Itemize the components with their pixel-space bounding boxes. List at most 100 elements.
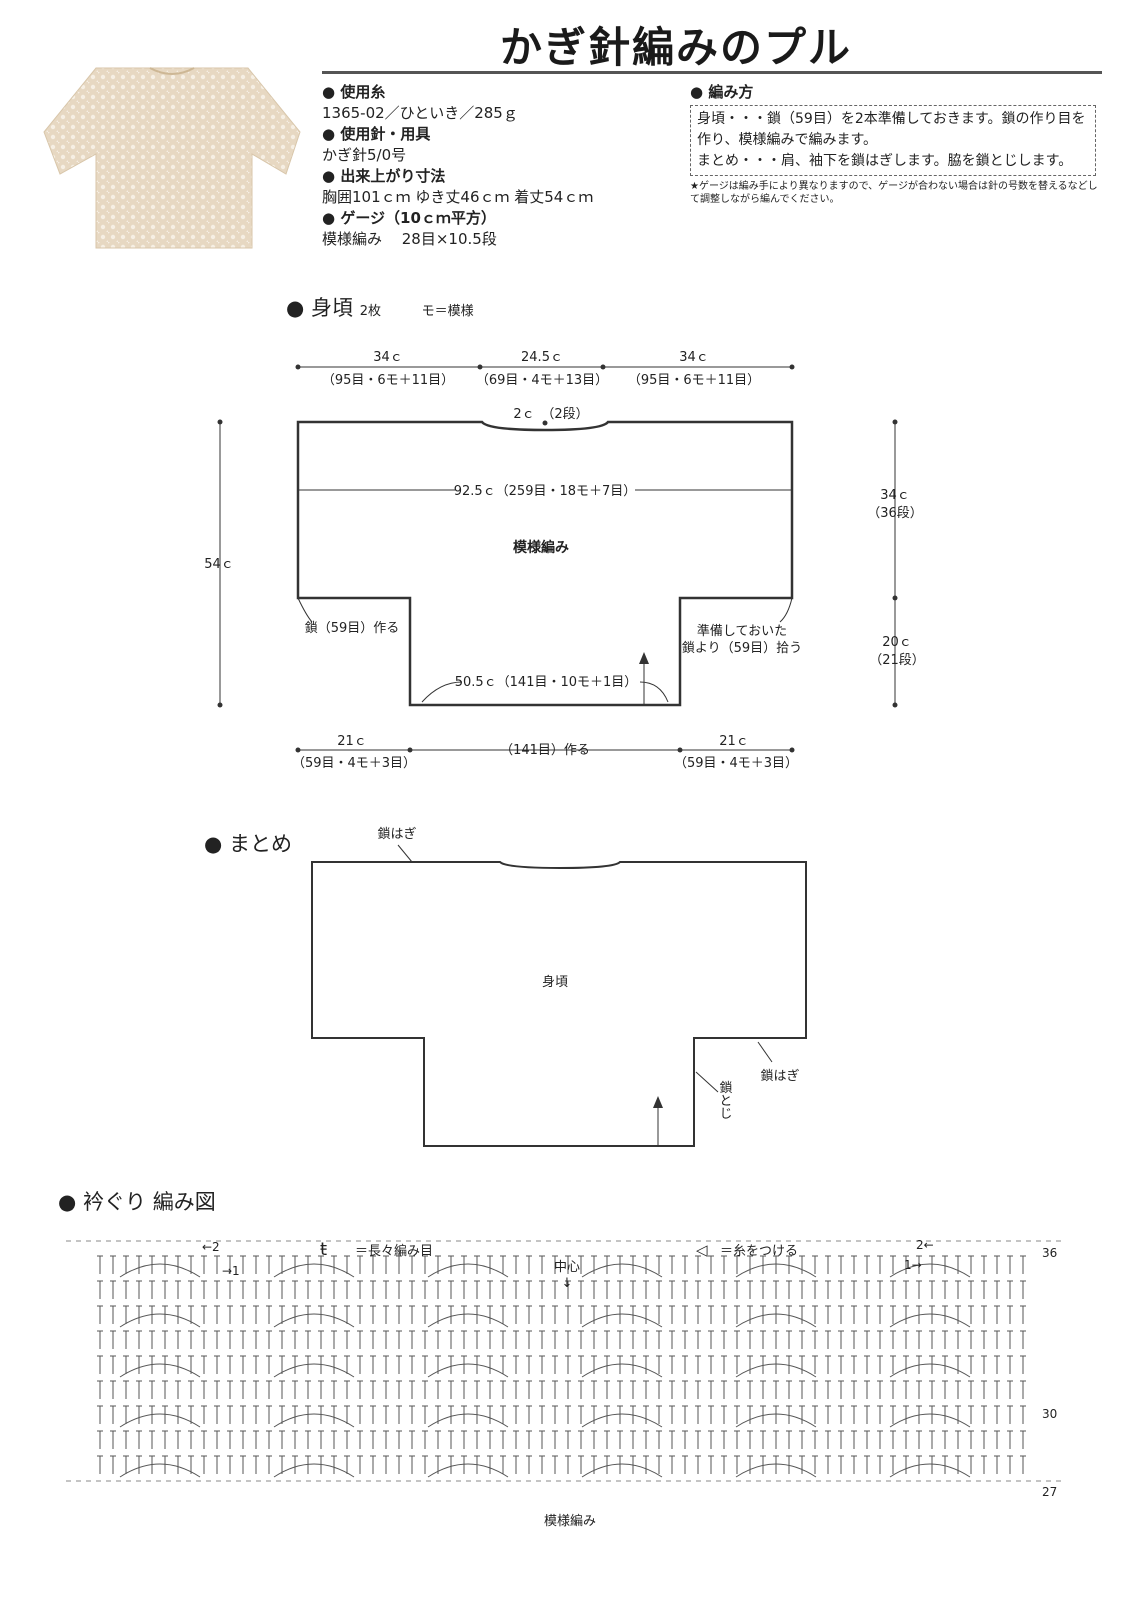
method-line-2: まとめ・・・肩、袖下を鎖はぎします。脇を鎖とじします。 (697, 153, 1073, 169)
finishing-label-side: 鎖とじ (717, 1080, 733, 1120)
center-label: 中心 (554, 1260, 580, 1275)
bottom-right-dim: 21ｃ (719, 734, 749, 749)
row-label-30: 30 (1042, 1407, 1057, 1421)
chain-arc (735, 1413, 817, 1428)
chart-pattern-label: 模様編み (544, 1513, 596, 1529)
gauge-heading: ゲージ（10ｃｍ平方） (322, 208, 593, 229)
neckline-chart: ＝長々編み目 ŧ ＝糸をつける ◁ 中心 ↓ 36 30 27 模様編み ←2 … (66, 1238, 1062, 1529)
garment-photo (43, 67, 301, 249)
chain-arc (273, 1413, 355, 1428)
chain-arc (273, 1313, 355, 1328)
yarn-value: 1365-02／ひといき／285ｇ (322, 104, 518, 122)
arrow-right-1: 1→ (904, 1258, 922, 1272)
lower-right-sub: （21段） (869, 653, 925, 668)
chain-arc (427, 1413, 509, 1428)
page-title: かぎ針編みのプル (500, 23, 853, 72)
finishing-schematic: 鎖はぎ 身頃 鎖はぎ 鎖とじ (311, 826, 807, 1147)
chain-arc (889, 1263, 971, 1278)
chain-arc (273, 1463, 355, 1478)
body-section-heading: 身頃 2枚 モ＝模様 (286, 292, 474, 322)
tools-heading: 使用針・用具 (322, 124, 593, 145)
chain-arc (735, 1313, 817, 1328)
materials-block: 使用糸 1365-02／ひといき／285ｇ 使用針・用具 かぎ針5/0号 出来上… (322, 82, 593, 250)
method-line-1: 身頃・・・鎖（59目）を2本準備しておきます。鎖の作り目を作り、模様編みで編みま… (697, 111, 1086, 148)
chain-arc (581, 1263, 663, 1278)
chain-arc (119, 1413, 201, 1428)
chain-arc (889, 1363, 971, 1378)
chain-arc (273, 1263, 355, 1278)
chain-arc (427, 1313, 509, 1328)
chain-arc (427, 1463, 509, 1478)
arrow-right-2: 2← (916, 1238, 934, 1252)
top-right-dim: 34ｃ (679, 350, 709, 365)
size-value: 胸囲101ｃｍ ゆき丈46ｃｍ 着丈54ｃｍ (322, 188, 594, 206)
right-note-1: 準備しておいた (697, 623, 787, 639)
chain-arc (581, 1413, 663, 1428)
bottom-left-sub: （59目・4モ＋3目） (292, 756, 416, 771)
finishing-section-heading: まとめ (204, 828, 292, 858)
join-symbol-icon: ◁ (696, 1241, 708, 1259)
body-legend: モ＝模様 (421, 304, 474, 319)
chain-arc (735, 1463, 817, 1478)
body-count: 2枚 (359, 304, 381, 319)
bottom-right-sub: （59目・4モ＋3目） (674, 756, 798, 771)
height-dim: 54ｃ (204, 557, 234, 572)
treble-symbol-icon: ŧ (320, 1239, 327, 1260)
lower-right-dim: 20ｃ (882, 635, 912, 650)
arrow-left-1: →1 (222, 1264, 240, 1278)
chain-arc (889, 1413, 971, 1428)
tools-value: かぎ針5/0号 (322, 146, 407, 164)
body-schematic: 34ｃ （95目・6モ＋11目） 24.5ｃ （69目・4モ＋13目） 34ｃ … (204, 350, 925, 771)
chain-arc (427, 1263, 509, 1278)
chain-arc (735, 1363, 817, 1378)
chain-arc (119, 1263, 201, 1278)
neck-sub: （2段） (541, 407, 588, 422)
top-mid-dim: 24.5ｃ (521, 350, 563, 365)
chain-arc (889, 1313, 971, 1328)
upper-right-dim: 34ｃ (880, 488, 910, 503)
pattern-label: 模様編み (513, 539, 569, 556)
finishing-label-top: 鎖はぎ (377, 826, 416, 842)
method-heading: 編み方 (690, 82, 1100, 103)
chain-arc (581, 1313, 663, 1328)
method-block: 編み方 身頃・・・鎖（59目）を2本準備しておきます。鎖の作り目を作り、模様編み… (690, 82, 1100, 206)
gauge-note: ★ゲージは編み手により異なりますので、ゲージが合わない場合は針の号数を替えるなど… (690, 181, 1098, 205)
neck-dim: 2ｃ (513, 407, 534, 422)
finishing-label-body: 身頃 (542, 974, 568, 990)
method-box: 身頃・・・鎖（59目）を2本準備しておきます。鎖の作り目を作り、模様編みで編みま… (690, 105, 1096, 176)
finishing-label-right: 鎖はぎ (760, 1068, 799, 1084)
row-label-36: 36 (1042, 1246, 1057, 1260)
legend-treble: ＝長々編み目 (355, 1243, 433, 1259)
chain-arc (581, 1363, 663, 1378)
body-heading-text: 身頃 (311, 296, 354, 320)
chart-heading-text: 衿ぐり 編み図 (83, 1190, 216, 1214)
chain-arc (273, 1363, 355, 1378)
left-note: 鎖（59目）作る (305, 620, 400, 636)
chain-arc (119, 1463, 201, 1478)
gauge-value: 模様編み 28目×10.5段 (322, 230, 497, 248)
bottom-width-dim: 50.5ｃ（141目・10モ＋1目） (455, 675, 638, 690)
bottom-mid: （141目）作る (500, 743, 590, 758)
legend-join: ＝糸をつける (720, 1244, 798, 1259)
top-right-sub: （95目・6モ＋11目） (628, 373, 760, 388)
chart-section-heading: 衿ぐり 編み図 (58, 1186, 216, 1216)
chain-arc (119, 1363, 201, 1378)
chain-arc (735, 1263, 817, 1278)
title-divider (322, 71, 1102, 74)
chain-arc (119, 1313, 201, 1328)
top-left-sub: （95目・6モ＋11目） (322, 373, 454, 388)
arrow-left-2: ←2 (202, 1240, 220, 1254)
chain-arc (889, 1463, 971, 1478)
top-mid-sub: （69目・4モ＋13目） (476, 373, 608, 388)
center-arrow-icon: ↓ (562, 1276, 573, 1291)
upper-right-sub: （36段） (867, 506, 923, 521)
bottom-left-dim: 21ｃ (337, 734, 367, 749)
width-dim: 92.5ｃ（259目・18モ＋7目） (454, 484, 637, 499)
size-heading: 出来上がり寸法 (322, 166, 593, 187)
chain-arc (581, 1463, 663, 1478)
top-left-dim: 34ｃ (373, 350, 403, 365)
row-label-27: 27 (1042, 1485, 1057, 1499)
yarn-heading: 使用糸 (322, 82, 593, 103)
finishing-heading-text: まとめ (229, 832, 293, 856)
right-note-2: 鎖より（59目）拾う (682, 640, 802, 656)
